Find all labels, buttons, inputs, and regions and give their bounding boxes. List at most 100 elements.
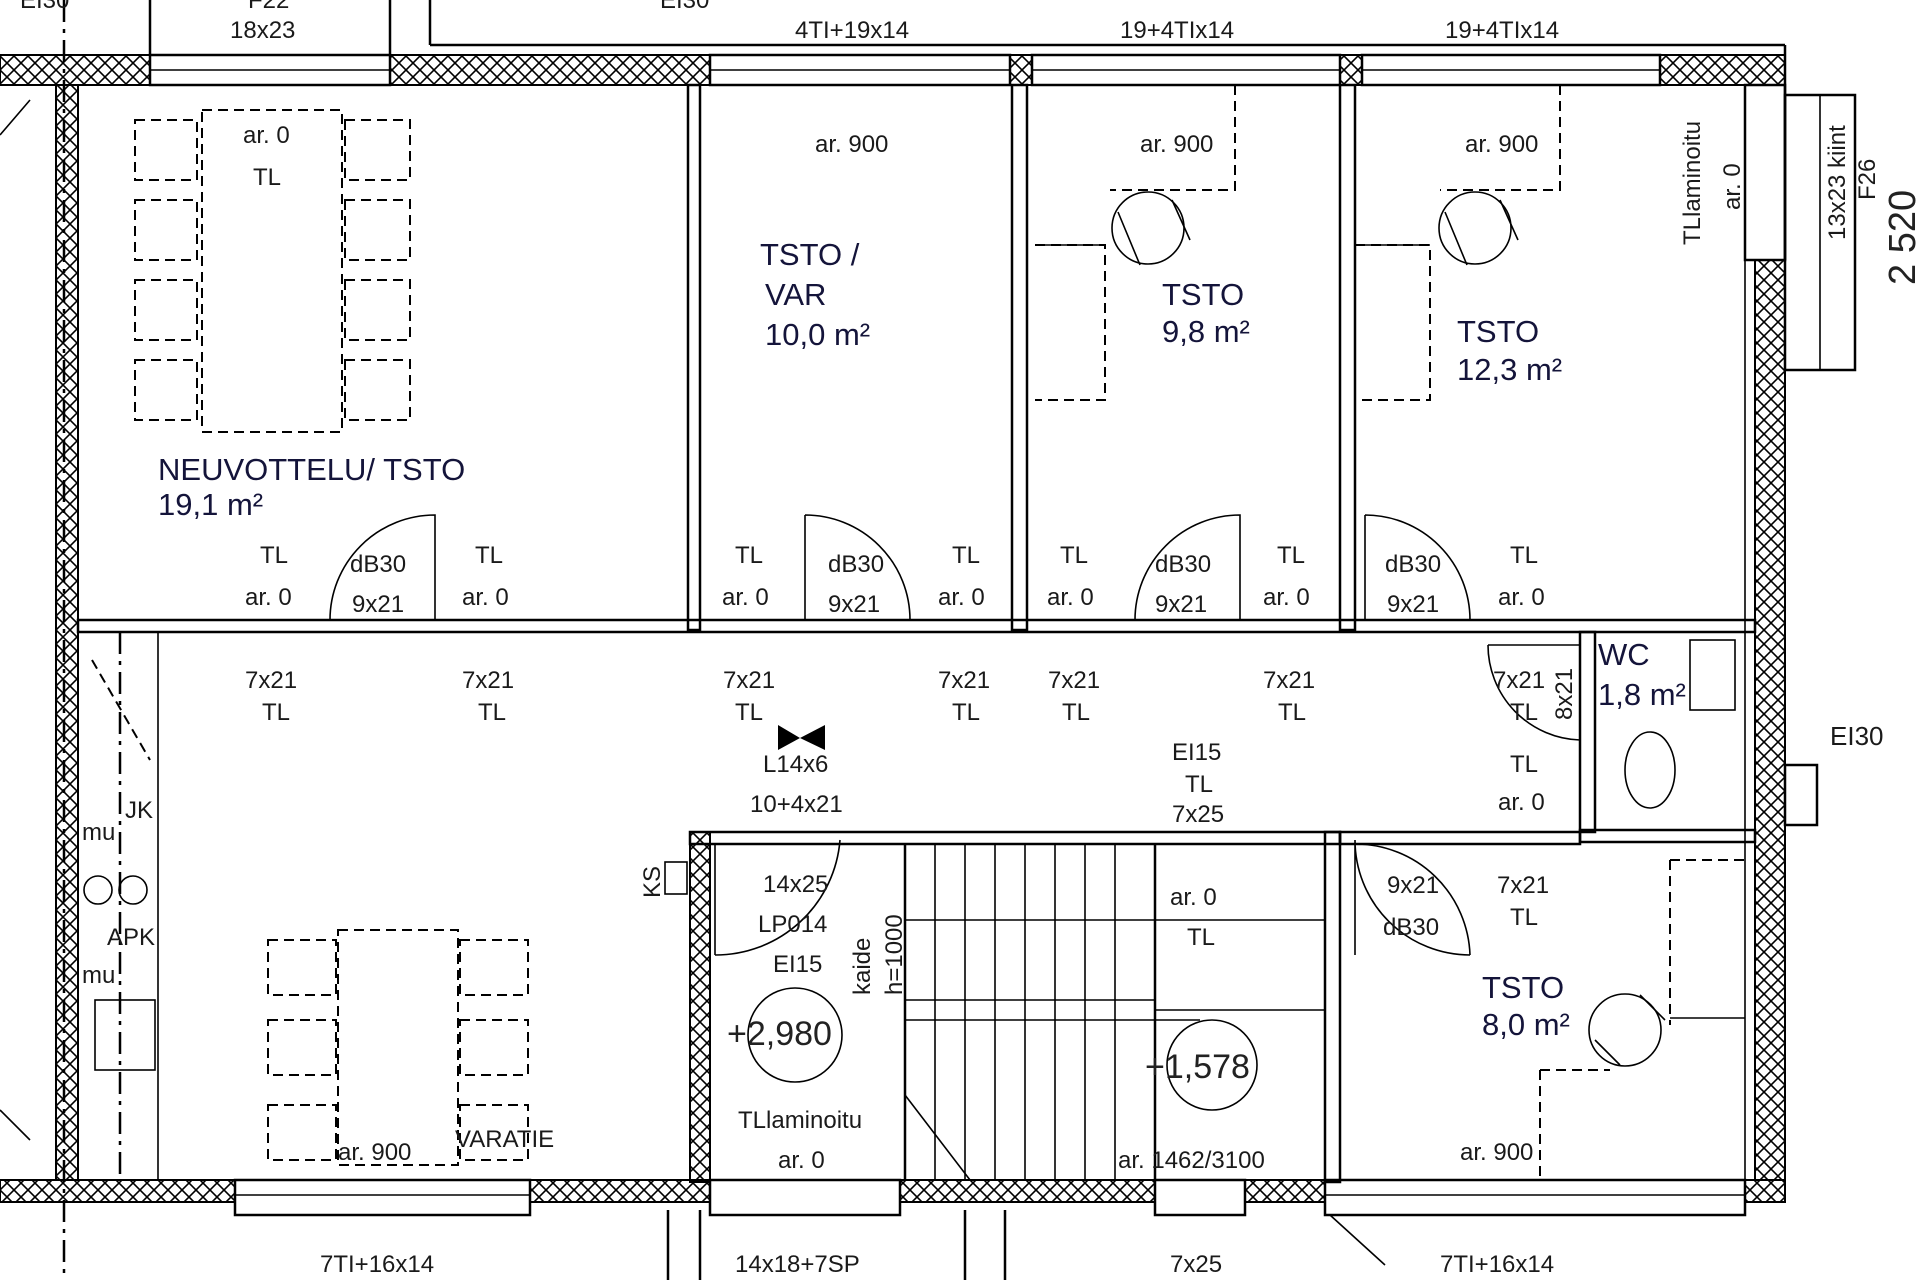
floor-label: TL — [260, 542, 288, 569]
floor-label: dB30 — [1383, 914, 1439, 941]
right-label: F26 — [1854, 159, 1881, 200]
level-marker: +1,578 — [1145, 1048, 1250, 1086]
floor-label: dB30 — [828, 551, 884, 578]
floor-label: TL — [952, 542, 980, 569]
floor-label: 7x21 — [1263, 667, 1315, 694]
floor-label: ar. 0 — [722, 584, 769, 611]
floor-label: 7x21 — [1497, 872, 1549, 899]
room-area-tsto: 9,8 m² — [1162, 314, 1250, 349]
room-labels: NEUVOTTELU/ TSTO 19,1 m² TSTO / VAR 10,0… — [158, 237, 1686, 1042]
room-area-neuvottelu: 19,1 m² — [158, 487, 263, 522]
top-dimension-labels: EI30 F22 18x23 EI30 4TI+19x14 19+4TIx14 … — [20, 0, 1559, 44]
floor-label: mu — [82, 819, 115, 846]
room-name-tsto-var: TSTO / — [760, 237, 860, 272]
floor-label: ar. 900 — [815, 131, 888, 158]
top-label: EI30 — [20, 0, 69, 14]
room-name-tsto-var: VAR — [765, 277, 826, 312]
floor-label: TL — [475, 542, 503, 569]
bottom-label: 7TI+16x14 — [320, 1251, 434, 1278]
floor-label: 9x21 — [1387, 872, 1439, 899]
bottom-label: 14x18+7SP — [735, 1251, 860, 1278]
right-label: TLlaminoitu — [1679, 121, 1706, 245]
floor-label: TL — [1510, 904, 1538, 931]
floor-label: dB30 — [350, 551, 406, 578]
floor-label: 9x21 — [352, 591, 404, 618]
top-label: 19+4TIx14 — [1445, 17, 1559, 44]
floor-label: 7x21 — [462, 667, 514, 694]
floor-label: TL — [1510, 751, 1538, 778]
stairs — [904, 844, 1325, 1181]
floor-label: TLlaminoitu — [738, 1107, 862, 1134]
room-area-tsto: 12,3 m² — [1457, 352, 1562, 387]
floor-label: TL — [952, 699, 980, 726]
floor-label: dB30 — [1385, 551, 1441, 578]
floor-label: 7x21 — [1493, 667, 1545, 694]
furniture — [83, 85, 1745, 1180]
right-labels: TLlaminoitu ar. 0 13x23 kiint F26 2 520 … — [1679, 121, 1920, 751]
floor-label: ar. 900 — [1460, 1139, 1533, 1166]
floor-label: TL — [1278, 699, 1306, 726]
floor-label: TL — [1060, 542, 1088, 569]
left-wall — [0, 0, 79, 1280]
floor-label: VARATIE — [455, 1126, 554, 1153]
right-wall — [1743, 83, 1857, 1181]
floor-labels: ar. 0 TL ar. 900 ar. 900 ar. 900 TL TL T… — [82, 122, 1578, 1174]
bottom-wall — [0, 1178, 1786, 1280]
floor-label: ar. 0 — [1170, 884, 1217, 911]
room-name-tsto: TSTO — [1162, 277, 1244, 312]
floor-label: 9x21 — [828, 591, 880, 618]
floor-label: kaide — [849, 938, 876, 995]
floor-label: L14x6 — [763, 751, 828, 778]
floor-label: TL — [735, 699, 763, 726]
right-label: 2 520 — [1882, 190, 1920, 285]
floor-label: TL — [253, 164, 281, 191]
floor-label: TL — [262, 699, 290, 726]
floor-label: JK — [125, 797, 153, 824]
room-name-wc: WC — [1598, 637, 1650, 672]
floor-label: TL — [478, 699, 506, 726]
floor-label: ar. 900 — [338, 1139, 411, 1166]
floor-label: mu — [82, 962, 115, 989]
floor-label: ar. 0 — [938, 584, 985, 611]
right-label: 13x23 kiint — [1824, 125, 1851, 240]
bottom-label: 7x25 — [1170, 1251, 1222, 1278]
floor-label: 14x25 — [763, 871, 828, 898]
floor-label: 10+4x21 — [750, 791, 843, 818]
floor-label: ar. 0 — [1263, 584, 1310, 611]
top-label: EI30 — [660, 0, 709, 14]
floor-label: 7x21 — [1048, 667, 1100, 694]
floor-label: 8x21 — [1551, 668, 1578, 720]
floor-label: ar. 1462/3100 — [1118, 1147, 1265, 1174]
floor-label: EI15 — [1172, 739, 1221, 766]
floor-label: ar. 0 — [245, 584, 292, 611]
floor-label: 7x21 — [723, 667, 775, 694]
floor-label: TL — [1510, 542, 1538, 569]
floor-label: ar. 0 — [1498, 584, 1545, 611]
floor-label: TL — [1510, 699, 1538, 726]
right-label: ar. 0 — [1719, 163, 1746, 210]
top-label: 18x23 — [230, 17, 295, 44]
right-label: EI30 — [1830, 721, 1884, 751]
floor-label: 7x25 — [1172, 801, 1224, 828]
floor-label: ar. 900 — [1465, 131, 1538, 158]
floor-label: EI15 — [773, 951, 822, 978]
room-name-tsto: TSTO — [1482, 970, 1564, 1005]
door-swings — [329, 514, 1581, 956]
floor-label: TL — [1062, 699, 1090, 726]
floor-label: dB30 — [1155, 551, 1211, 578]
floor-label: ar. 0 — [243, 122, 290, 149]
top-label: 4TI+19x14 — [795, 17, 909, 44]
bottom-dimension-labels: 7TI+16x14 14x18+7SP 7x25 7TI+16x14 — [320, 1251, 1554, 1278]
room-name-neuvottelu: NEUVOTTELU/ TSTO — [158, 452, 465, 487]
floor-label: TL — [1185, 771, 1213, 798]
floor-label: ar. 0 — [462, 584, 509, 611]
floor-label: h=1000 — [881, 914, 908, 995]
bottom-label: 7TI+16x14 — [1440, 1251, 1554, 1278]
floor-label: KS — [639, 866, 666, 898]
room-area-tsto: 8,0 m² — [1482, 1007, 1570, 1042]
level-marker: +2,980 — [727, 1015, 832, 1053]
floor-label: APK — [107, 924, 155, 951]
floor-label: 9x21 — [1155, 591, 1207, 618]
interior-walls — [76, 83, 1757, 1184]
